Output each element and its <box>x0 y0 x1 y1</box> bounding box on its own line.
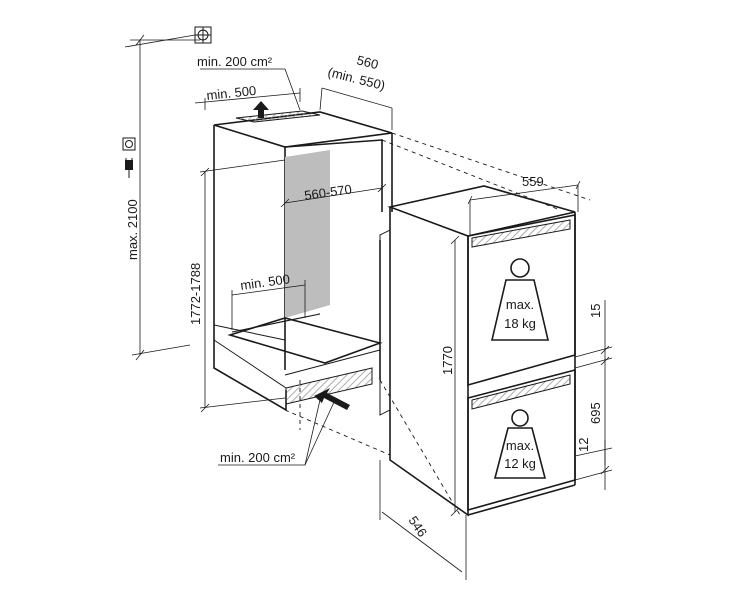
top-vent <box>235 110 321 123</box>
appliance-width-label: 559 <box>522 174 544 189</box>
vent-bottom-width-label: min. 500 <box>239 271 290 293</box>
niche-depth-label: 560 <box>355 52 380 72</box>
lower-handle-recess <box>471 374 571 410</box>
vent-bottom-area-label: min. 200 cm² <box>220 450 296 465</box>
lower-load-line2: 12 kg <box>504 456 536 471</box>
crosshair-icon <box>194 26 212 44</box>
upper-load-line1: max. <box>506 297 534 312</box>
niche-height-range-label: 1772-1788 <box>188 263 203 325</box>
weight-icon <box>493 409 547 479</box>
projection-lines <box>284 132 591 516</box>
appliance-height-label: 1770 <box>440 346 455 375</box>
vent-top-width-label: min. 500 <box>206 83 257 103</box>
appliance-fridge <box>379 185 576 517</box>
upper-handle-recess <box>471 219 571 248</box>
lower-load-line1: max. <box>506 438 534 453</box>
lower-door-height-label: 695 <box>588 402 603 424</box>
plinth-vent <box>285 367 373 405</box>
niche-back-wall <box>285 150 330 318</box>
plug-icon <box>125 158 133 178</box>
niche-width-label: 560-570 <box>303 181 352 202</box>
niche-depth-min-label: (min. 550) <box>326 64 386 93</box>
dimension-lines <box>124 34 613 580</box>
upper-load-line2: 18 kg <box>504 316 536 331</box>
arrow-in-icon <box>314 388 350 410</box>
appliance-depth-label: 546 <box>406 513 431 539</box>
socket-icon <box>122 137 136 151</box>
weight-icon <box>490 258 550 341</box>
bottom-gap-label: 12 <box>576 438 591 452</box>
gap-between-doors-label: 15 <box>588 304 603 318</box>
floor-vent <box>231 313 321 333</box>
niche-cabinet <box>213 110 393 412</box>
vent-top-area-label: min. 200 cm² <box>197 54 273 69</box>
niche-height-max-label: max. 2100 <box>125 199 140 260</box>
arrow-up-icon <box>253 101 269 118</box>
